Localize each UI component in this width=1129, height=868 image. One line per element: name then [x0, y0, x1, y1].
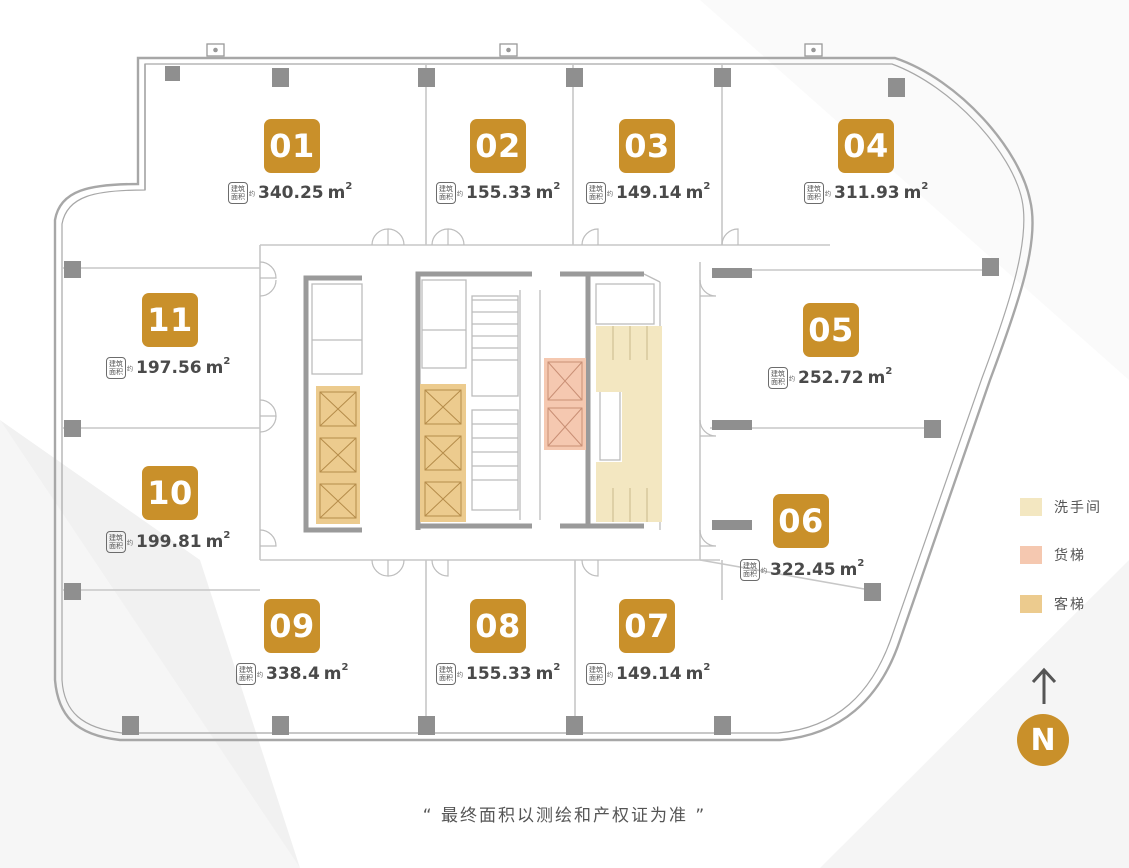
legend-swatch — [1020, 546, 1042, 564]
legend-swatch — [1020, 498, 1042, 516]
disclaimer-note: “ 最终面积以测绘和产权证为准 ” — [422, 806, 707, 826]
area-tag-icon: 建筑面积约 — [586, 663, 613, 685]
facade-vents — [206, 43, 823, 57]
area-tag-icon: 建筑面积约 — [804, 182, 831, 204]
unit-badge-08: 08 — [470, 599, 526, 653]
legend-item-freight-elevator: 货梯 — [1020, 545, 1086, 565]
unit-badge-09: 09 — [264, 599, 320, 653]
area-tag-icon: 建筑面积约 — [740, 559, 767, 581]
legend-label: 洗手间 — [1054, 500, 1102, 516]
unit-badge-06: 06 — [773, 494, 829, 548]
area-tag-icon: 建筑面积约 — [586, 182, 613, 204]
north-arrow-icon — [1031, 667, 1057, 704]
restroom-stalls — [612, 326, 648, 522]
legend-label: 客梯 — [1054, 597, 1086, 613]
freight-elevators — [544, 358, 586, 450]
passenger-elevator-cars — [319, 389, 462, 519]
restrooms — [596, 326, 662, 522]
unit-badge-02: 02 — [470, 119, 526, 173]
partition-walls — [62, 64, 992, 733]
legend-item-passenger-elevator: 客梯 — [1020, 594, 1086, 614]
pillars — [64, 66, 999, 735]
north-compass-badge: N — [1017, 714, 1069, 766]
area-tag-icon: 建筑面积约 — [436, 182, 463, 204]
core-walls — [303, 271, 644, 533]
outer-facade — [53, 56, 1034, 742]
area-tag-icon: 建筑面积约 — [106, 531, 133, 553]
area-tag-icon: 建筑面积约 — [236, 663, 263, 685]
unit-badge-01: 01 — [264, 119, 320, 173]
area-tag-icon: 建筑面积约 — [106, 357, 133, 379]
facade-vents-dots — [213, 47, 816, 53]
unit-badge-04: 04 — [838, 119, 894, 173]
unit-badge-11: 11 — [142, 293, 198, 347]
unit-badge-03: 03 — [619, 119, 675, 173]
area-tag-icon: 建筑面积约 — [768, 367, 795, 389]
doors — [259, 228, 739, 577]
legend-item-restroom: 洗手间 — [1020, 497, 1102, 517]
area-tag-icon: 建筑面积约 — [436, 663, 463, 685]
unit-badge-07: 07 — [619, 599, 675, 653]
legend-swatch — [1020, 595, 1042, 613]
area-tag-icon: 建筑面积约 — [228, 182, 255, 204]
legend-label: 货梯 — [1054, 548, 1086, 564]
unit-badge-05: 05 — [803, 303, 859, 357]
unit-badge-10: 10 — [142, 466, 198, 520]
freight-elevator-cars — [547, 361, 583, 447]
